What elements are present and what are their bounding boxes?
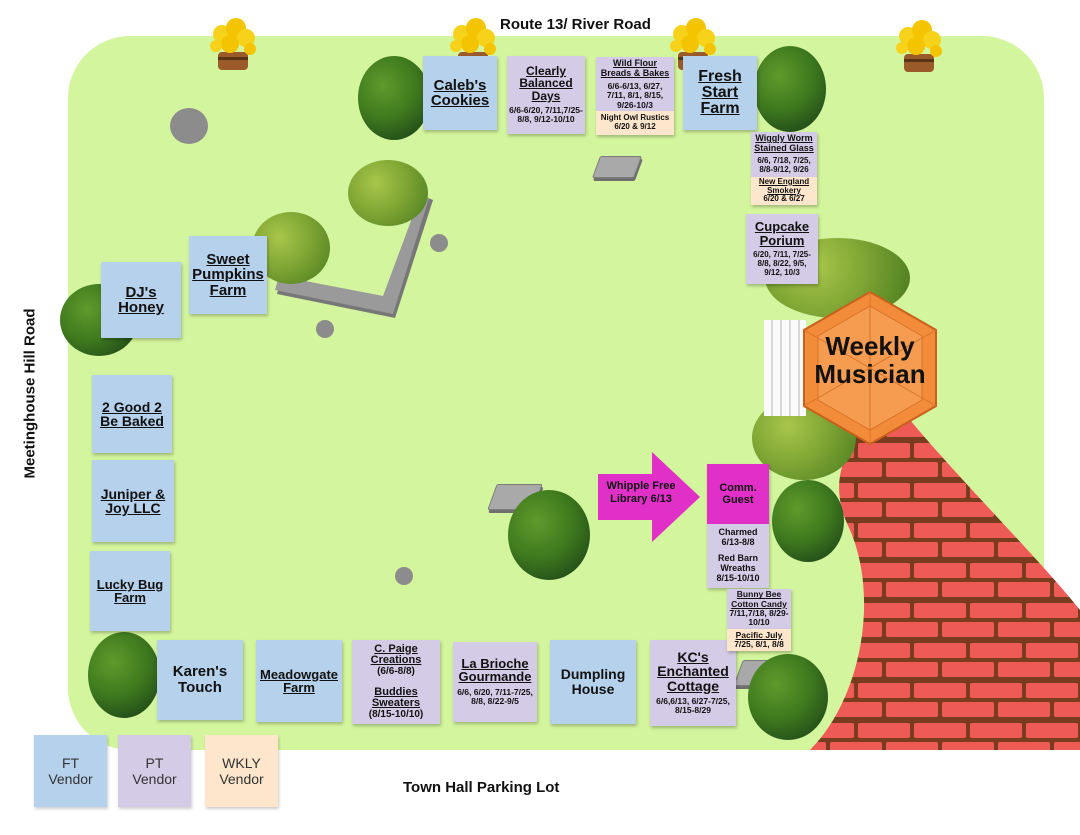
rock [430, 234, 448, 252]
vendor-name: Meadowgate Farm [259, 666, 338, 695]
bench [591, 156, 643, 178]
legend-pt-vendor: PT Vendor [118, 735, 191, 807]
vendor-name: New England Smokery [758, 176, 810, 195]
shrub [348, 160, 428, 226]
tree [772, 480, 844, 562]
vendor-name: KC's Enchanted Cottage [657, 649, 729, 694]
booth-meadowgate-farm[interactable]: Meadowgate Farm [256, 640, 342, 722]
vendor-name: Sweet Pumpkins Farm [192, 251, 264, 299]
booth-wild-flour[interactable]: Wild Flour Breads & Bakes 6/6-6/13, 6/27… [596, 57, 674, 111]
vendor-name: Night Owl Rustics [600, 113, 670, 123]
tree [754, 46, 826, 132]
booth-2-good-2-be-baked[interactable]: 2 Good 2 Be Baked [92, 375, 172, 453]
vendor-name: Charmed [718, 527, 758, 538]
vendor-dates: 6/20 & 9/12 [614, 122, 656, 131]
stage-label: Weekly Musician [814, 331, 926, 389]
vendor-name: Wiggly Worm Stained Glass [754, 133, 814, 154]
vendor-name: Juniper & Joy LLC [100, 485, 166, 516]
stage-hexagon [803, 290, 937, 446]
vendor-name: Red Barn Wreaths [717, 553, 758, 573]
vendor-name: C. Paige Creations [370, 642, 422, 666]
tree [748, 654, 828, 740]
booth-kcs-enchanted-cottage[interactable]: KC's Enchanted Cottage 6/6,6/13, 6/27-7/… [650, 640, 736, 726]
booth-night-owl-rustics[interactable]: Night Owl Rustics 6/20 & 9/12 [596, 111, 674, 135]
road-label-top: Route 13/ River Road [500, 16, 651, 33]
vendor-dates: 6/6,6/13, 6/27-7/25, 8/15-8/29 [656, 695, 730, 716]
legend-label: Vendor [48, 771, 93, 787]
booth-wiggly-worm[interactable]: Wiggly Worm Stained Glass 6/6, 7/18, 7/2… [751, 132, 817, 177]
booth-sweet-pumpkins-farm[interactable]: Sweet Pumpkins Farm [189, 236, 267, 314]
booth-c-paige-buddies[interactable]: C. Paige Creations (6/6-8/8) Buddies Swe… [352, 640, 440, 724]
booth-djs-honey[interactable]: DJ's Honey [101, 262, 181, 338]
booth-charmed-red-barn[interactable]: Charmed 6/13-8/8 Red Barn Wreaths 8/15-1… [707, 524, 769, 588]
vendor-name: Clearly Balanced Days [519, 64, 573, 103]
legend-wkly-vendor: WKLY Vendor [205, 735, 278, 807]
legend-label: Vendor [132, 771, 177, 787]
tree [508, 490, 590, 580]
road-label-left: Meetinghouse Hill Road [21, 308, 39, 479]
vendor-dates: (8/15-10/10) [368, 709, 424, 721]
vendor-dates: 7/25, 8/1, 8/8 [734, 639, 784, 649]
community-guest-label: Comm. Guest [719, 481, 757, 506]
vendor-dates: 6/6, 6/20, 7/11-7/25, 8/8, 8/22-9/5 [457, 686, 533, 707]
arrow-icon [598, 452, 700, 542]
vendor-name: Cupcake Porium [754, 219, 810, 248]
vendor-name: Caleb's Cookies [430, 76, 490, 109]
vendor-name: Bunny Bee Cotton Candy [731, 589, 787, 609]
booth-la-brioche[interactable]: La Brioche Gourmande 6/6, 6/20, 7/11-7/2… [453, 642, 537, 722]
vendor-dates: 6/6, 7/18, 7/25, 8/8-9/12, 9/26 [757, 155, 811, 174]
booth-juniper-joy[interactable]: Juniper & Joy LLC [92, 460, 174, 542]
legend-label: PT [145, 755, 164, 771]
legend-ft-vendor: FT Vendor [34, 735, 107, 807]
vendor-name: DJ's Honey [118, 283, 164, 316]
booth-pacific-july[interactable]: Pacific July 7/25, 8/1, 8/8 [727, 629, 791, 651]
booth-calebs-cookies[interactable]: Caleb's Cookies [423, 56, 497, 130]
vendor-name: La Brioche Gourmande [458, 656, 532, 685]
vendor-name: 2 Good 2 Be Baked [100, 398, 164, 429]
vendor-name: Dumpling House [560, 665, 626, 697]
vendor-dates: (6/6-8/8) [377, 666, 415, 677]
tree [358, 56, 430, 140]
vendor-dates: 7/11,7/18, 8/29-10/10 [729, 608, 789, 628]
booth-cupcake-porium[interactable]: Cupcake Porium 6/20, 7/11, 7/25-8/8, 8/2… [746, 214, 818, 284]
flower-barrel-icon [210, 18, 256, 70]
vendor-dates: 6/20 & 6/27 [763, 194, 805, 204]
legend-label: WKLY [222, 755, 261, 771]
walkway [275, 194, 433, 318]
flower-barrel-icon [896, 20, 942, 72]
vendor-name: Buddies Sweaters [371, 686, 421, 710]
road-label-bottom: Town Hall Parking Lot [403, 779, 560, 796]
booth-karens-touch[interactable]: Karen's Touch [157, 640, 243, 720]
vendor-dates: 6/20, 7/11, 7/25-8/8, 8/22, 9/5, 9/12, 1… [753, 249, 811, 277]
vendor-name: Karen's Touch [172, 662, 228, 696]
vendor-name: Wild Flour Breads & Bakes [600, 58, 670, 78]
vendor-dates: 8/15-10/10 [716, 572, 760, 583]
vendor-dates: 6/13-8/8 [721, 537, 755, 548]
arrow-label: Whipple Free Library 6/13 [606, 480, 676, 506]
legend-label: Vendor [219, 771, 264, 787]
brick-path [810, 420, 1080, 750]
booth-clearly-balanced-days[interactable]: Clearly Balanced Days 6/6-6/20, 7/11,7/2… [507, 56, 585, 134]
vendor-dates: 6/6-6/20, 7/11,7/25-8/8, 9/12-10/10 [509, 104, 583, 125]
stage-steps [764, 320, 806, 416]
vendor-name: Fresh Start Farm [698, 67, 742, 118]
booth-dumpling-house[interactable]: Dumpling House [550, 640, 636, 724]
vendor-name: Lucky Bug Farm [96, 576, 164, 605]
legend-label: FT [61, 755, 80, 771]
tree [88, 632, 160, 718]
community-guest-booth[interactable]: Comm. Guest [707, 464, 769, 524]
booth-fresh-start-farm[interactable]: Fresh Start Farm [683, 56, 757, 130]
rock [316, 320, 334, 338]
rock [395, 567, 413, 585]
vendor-name: Pacific July [735, 629, 783, 640]
booth-new-england-smokery[interactable]: New England Smokery 6/20 & 6/27 [751, 177, 817, 205]
booth-bunny-bee[interactable]: Bunny Bee Cotton Candy 7/11,7/18, 8/29-1… [727, 589, 791, 629]
booth-lucky-bug-farm[interactable]: Lucky Bug Farm [90, 551, 170, 631]
vendor-dates: 6/6-6/13, 6/27, 7/11, 8/1, 8/15, 9/26-10… [606, 80, 664, 110]
rock [170, 108, 208, 144]
